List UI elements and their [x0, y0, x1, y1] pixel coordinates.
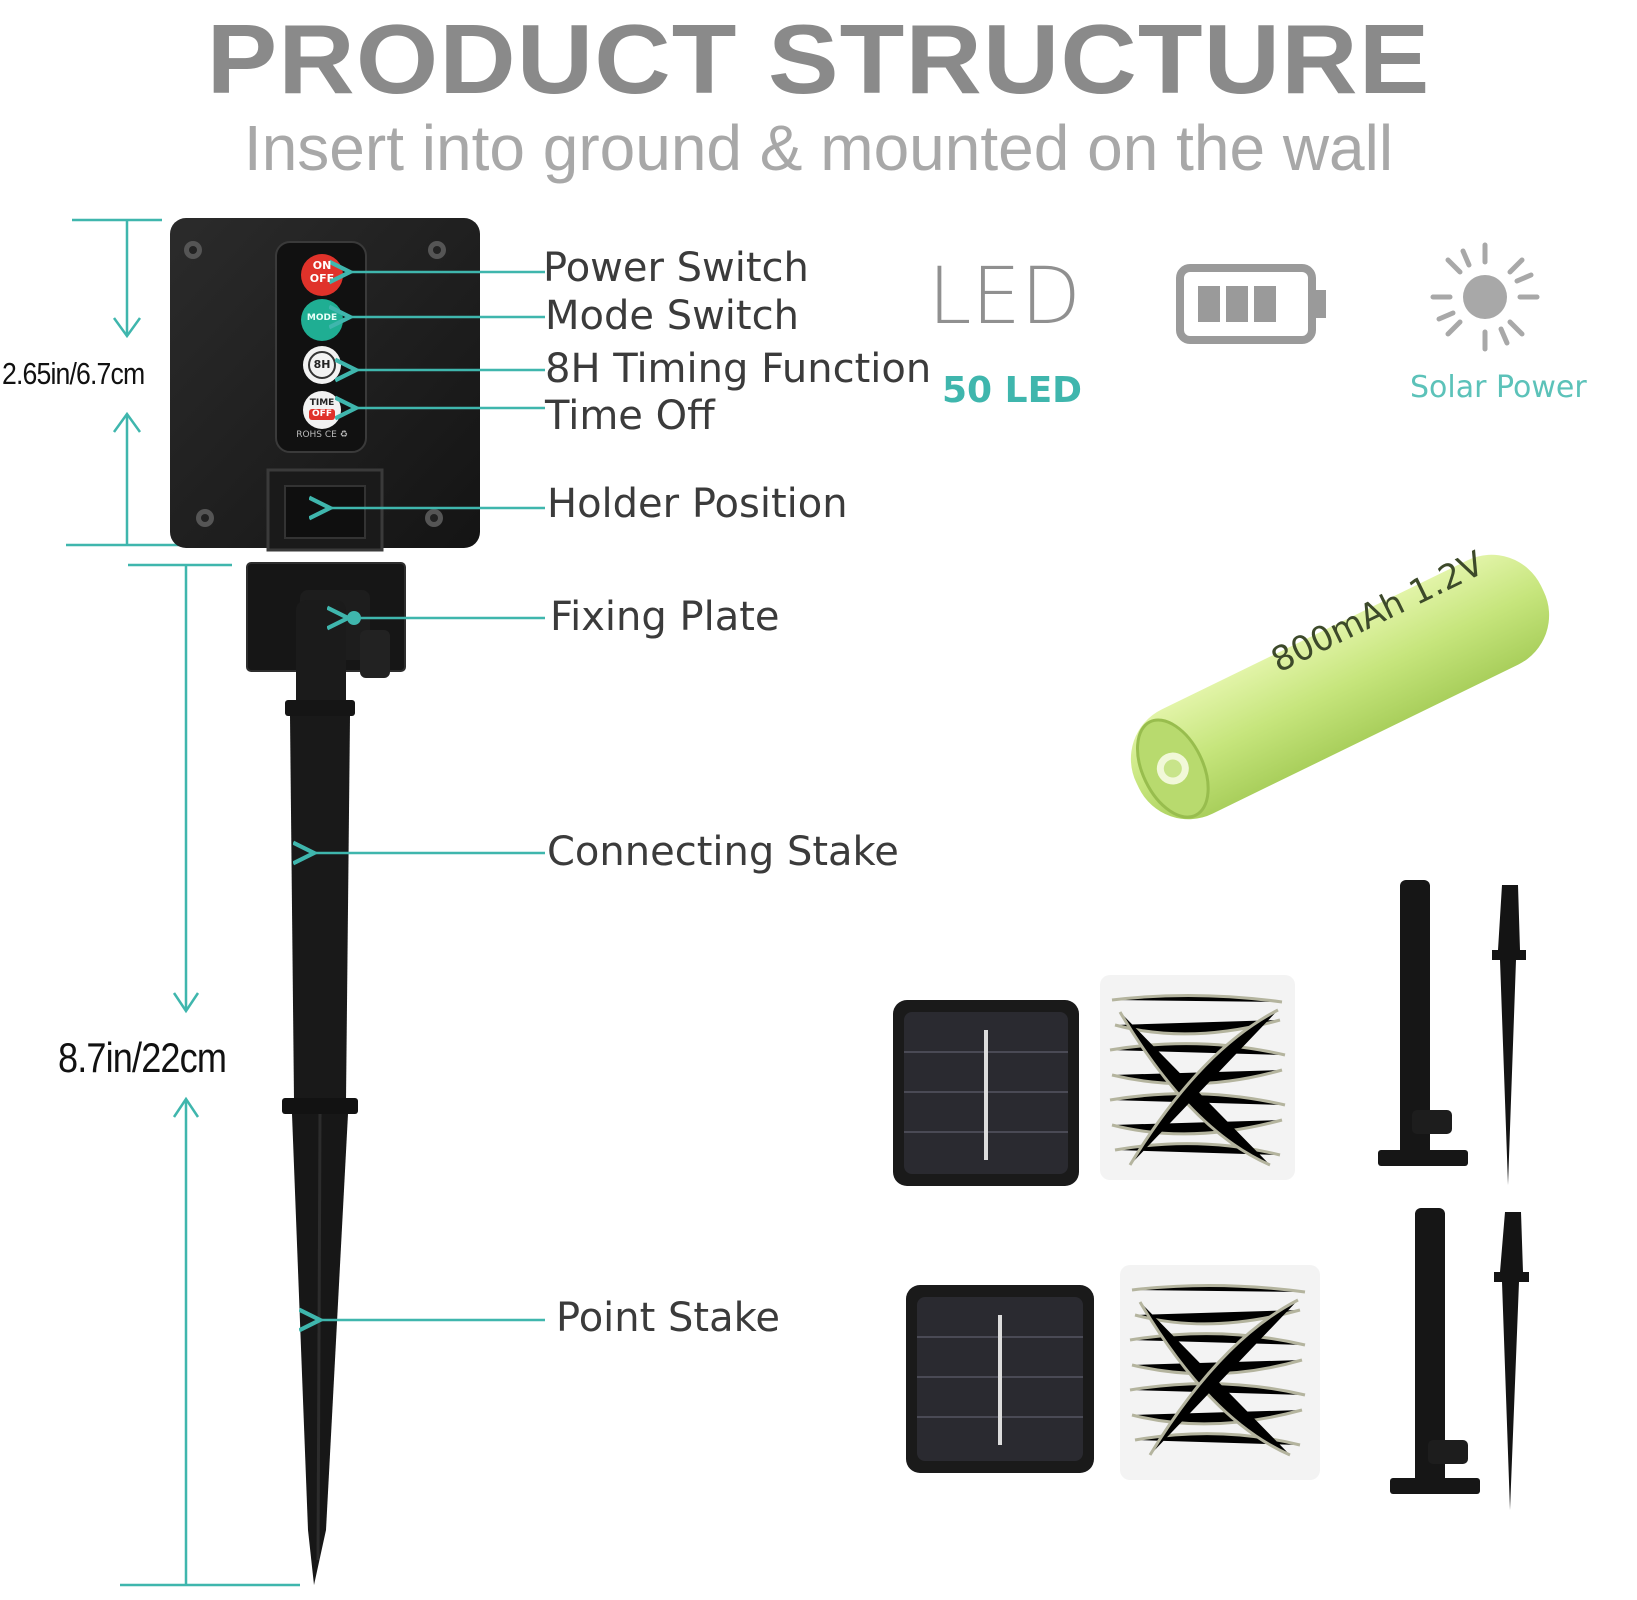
label-mode-switch: Mode Switch: [545, 293, 799, 339]
label-fixing-plate: Fixing Plate: [550, 594, 780, 640]
label-timing-function: 8H Timing Function: [545, 346, 932, 392]
box-height-label: 2.65in/6.7cm: [2, 356, 145, 391]
page-title: PRODUCT STRUCTURE: [206, 4, 1431, 114]
certification-marks: ROHS CE ♻: [296, 430, 348, 440]
on-off-button: ON OFF: [302, 259, 342, 285]
led-count: 50 LED: [942, 370, 1083, 411]
solar-power-label: Solar Power: [1410, 370, 1587, 405]
label-point-stake: Point Stake: [556, 1295, 780, 1341]
off-label: OFF: [309, 272, 335, 285]
label-time-off: Time Off: [545, 393, 715, 439]
label-connecting-stake: Connecting Stake: [547, 829, 899, 875]
label-holder-position: Holder Position: [547, 481, 848, 527]
page-subtitle: Insert into ground & mounted on the wall: [243, 112, 1394, 184]
rechargeable-battery: [1130, 554, 1550, 820]
label-power-switch: Power Switch: [543, 245, 809, 291]
sun-icon: [1430, 242, 1540, 352]
led-icon: LED: [928, 252, 1081, 342]
leader-lines: [314, 272, 545, 1320]
kit-set-1: [893, 880, 1526, 1186]
time-off-label: OFF: [309, 409, 335, 420]
time-label: TIME: [309, 398, 335, 408]
mode-button-label: MODE: [306, 313, 338, 323]
timer-button-label: 8H: [313, 358, 331, 371]
kit-set-2: [906, 1208, 1529, 1510]
time-off-button: TIME OFF: [302, 398, 342, 420]
battery-icon: [1176, 264, 1326, 344]
dimension-lines: [66, 218, 300, 1587]
stake-height-label: 8.7in/22cm: [58, 1034, 227, 1081]
controller-box: [170, 218, 480, 552]
stake-assembly: [246, 562, 406, 1585]
on-label: ON: [312, 259, 332, 272]
